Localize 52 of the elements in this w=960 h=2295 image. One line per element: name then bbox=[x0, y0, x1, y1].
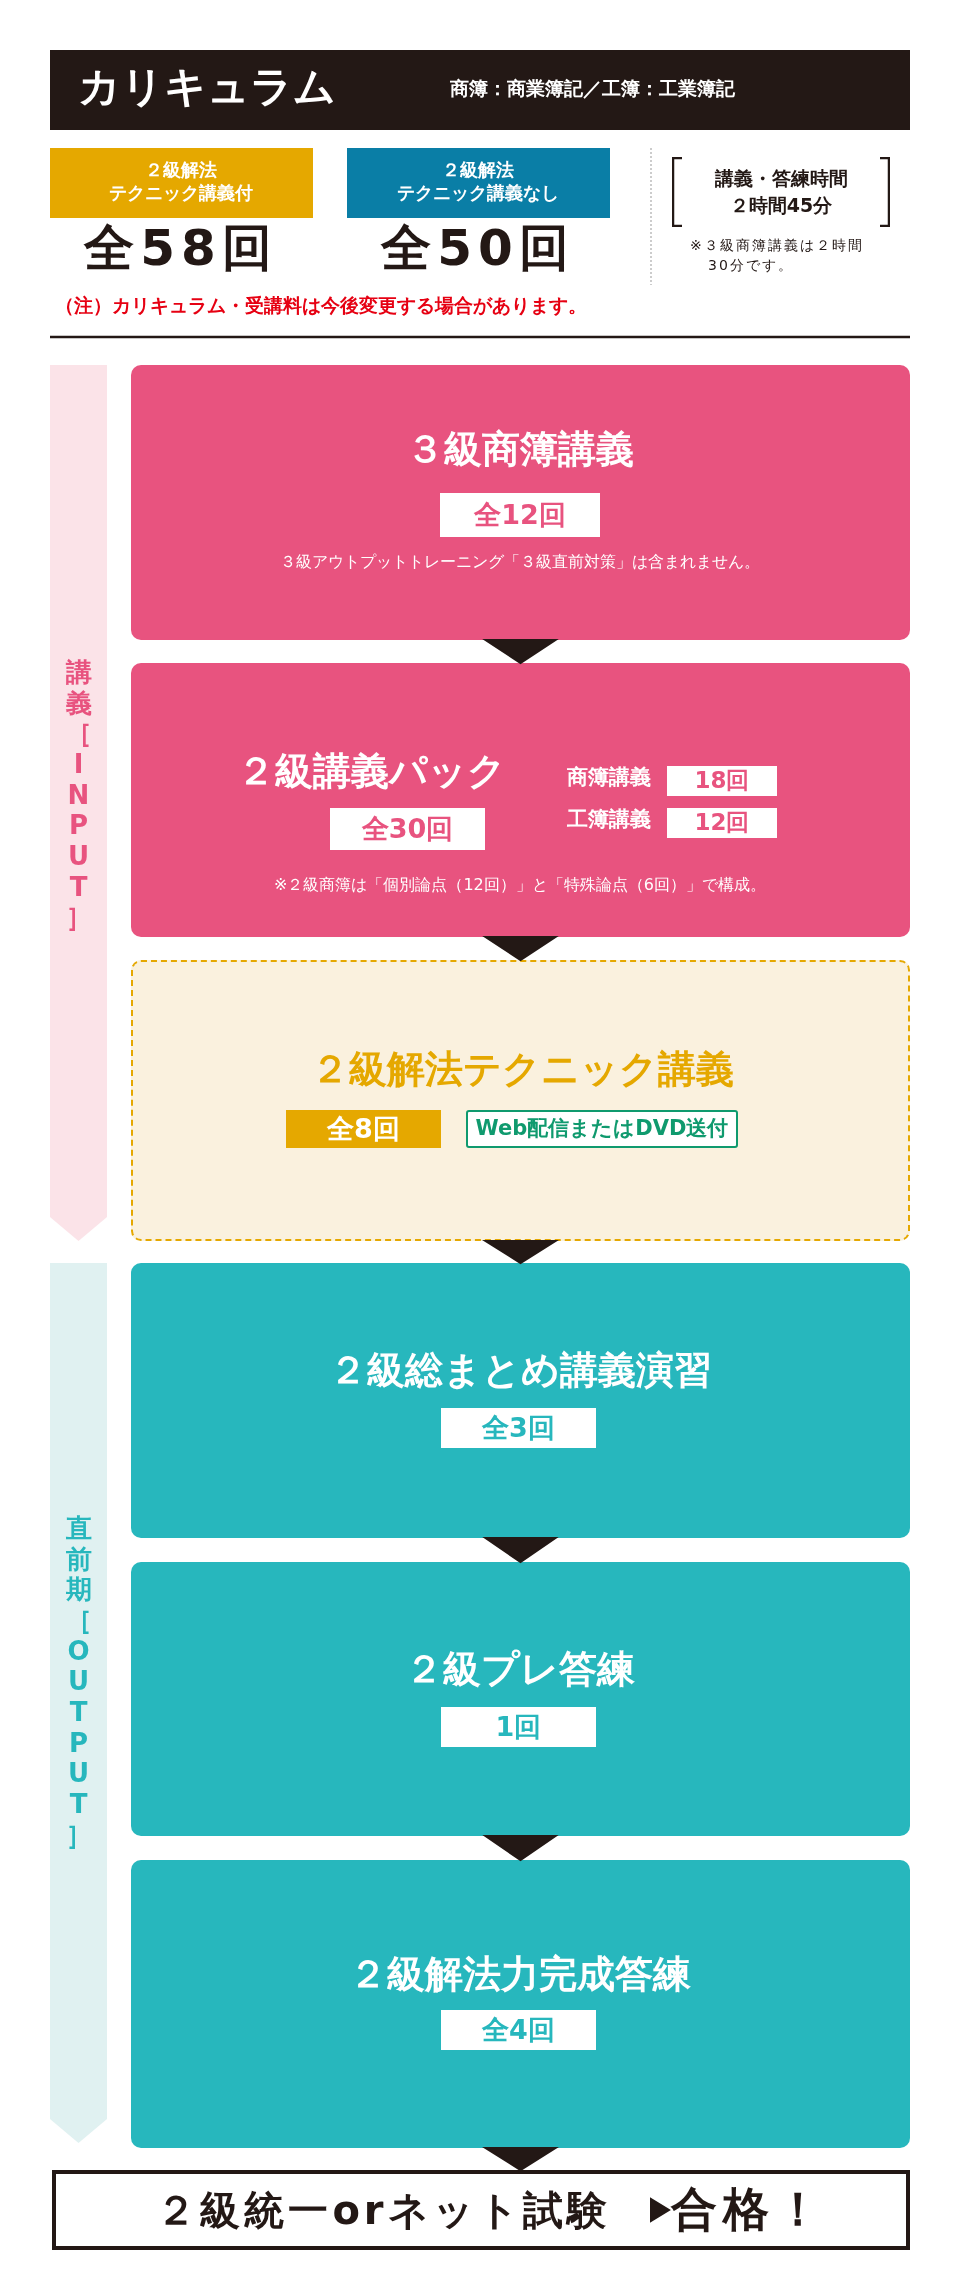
count-badge: 全30回 bbox=[330, 808, 485, 850]
header-title: カリキュラム bbox=[78, 62, 336, 113]
plan-box bbox=[347, 148, 610, 218]
arrow bbox=[482, 1240, 559, 1265]
count-badge: 1回 bbox=[441, 1707, 596, 1747]
count-badge: 全3回 bbox=[441, 1408, 596, 1448]
result-text: 合格！ bbox=[669, 2180, 829, 2240]
arrow bbox=[482, 1835, 559, 1862]
time-info: 講義・答練時間２時間45分 bbox=[714, 166, 848, 218]
course-title: ３級商簿講義 bbox=[406, 427, 634, 473]
abbreviation-note: 商簿：商業簿記／工簿：工業簿記 bbox=[450, 77, 735, 100]
exam-text: ２級統一orネット試験 bbox=[116, 2180, 651, 2240]
phase-band bbox=[50, 365, 107, 1241]
course-note: ３級アウトプットトレーニング「３級直前対策」は含まれません。 bbox=[280, 552, 760, 572]
course-box bbox=[131, 960, 910, 1241]
course-box bbox=[131, 1860, 910, 2148]
arrow bbox=[482, 1537, 559, 1564]
course-title: ２級プレ答練 bbox=[405, 1647, 635, 1693]
course-title: ２級総まとめ講義演習 bbox=[328, 1348, 712, 1394]
total-sessions: 全50回 bbox=[381, 218, 575, 278]
count-badge: 全8回 bbox=[286, 1110, 441, 1148]
arrow bbox=[482, 639, 559, 665]
delivery-tag: Web配信またはDVD送付 bbox=[466, 1110, 738, 1148]
phase-label: 直前期［OUTPUT］ bbox=[65, 1513, 92, 1851]
course-title: ２級講義パック bbox=[236, 749, 506, 795]
total-sessions: 全58回 bbox=[84, 218, 278, 278]
sub-course-label: 商簿講義 bbox=[567, 765, 651, 791]
course-box bbox=[131, 1562, 910, 1836]
course-box bbox=[131, 663, 910, 937]
sub-course-label: 工簿講義 bbox=[567, 807, 651, 833]
course-box bbox=[131, 365, 910, 640]
plan-label: ２級解法テクニック講義付 bbox=[109, 158, 253, 205]
disclaimer-note: （注）カリキュラム・受講料は今後変更する場合があります。 bbox=[55, 294, 587, 317]
bracket-frame bbox=[672, 157, 890, 227]
plan-label: ２級解法テクニック講義なし bbox=[397, 158, 559, 205]
course-note: ※２級商簿は「個別論点（12回）」と「特殊論点（6回）」で構成。 bbox=[274, 875, 766, 895]
course-box bbox=[131, 1263, 910, 1538]
arrow bbox=[482, 936, 559, 962]
phase-band bbox=[50, 1263, 107, 2143]
phase-label: 講義［INPUT］ bbox=[65, 657, 92, 934]
goal-box bbox=[52, 2170, 910, 2250]
plan-box bbox=[50, 148, 313, 218]
count-badge: 12回 bbox=[667, 808, 777, 838]
course-title: ２級解法テクニック講義 bbox=[310, 1047, 734, 1093]
course-title: ２級解法力完成答練 bbox=[349, 1952, 691, 1998]
arrow bbox=[650, 2197, 671, 2223]
arrow bbox=[482, 2147, 559, 2172]
count-badge: 18回 bbox=[667, 766, 777, 796]
count-badge: 全4回 bbox=[441, 2010, 596, 2050]
footnote: ※３級商簿講義は２時間30分です。 bbox=[690, 236, 864, 275]
header-band bbox=[50, 50, 910, 130]
count-badge: 全12回 bbox=[440, 493, 600, 537]
